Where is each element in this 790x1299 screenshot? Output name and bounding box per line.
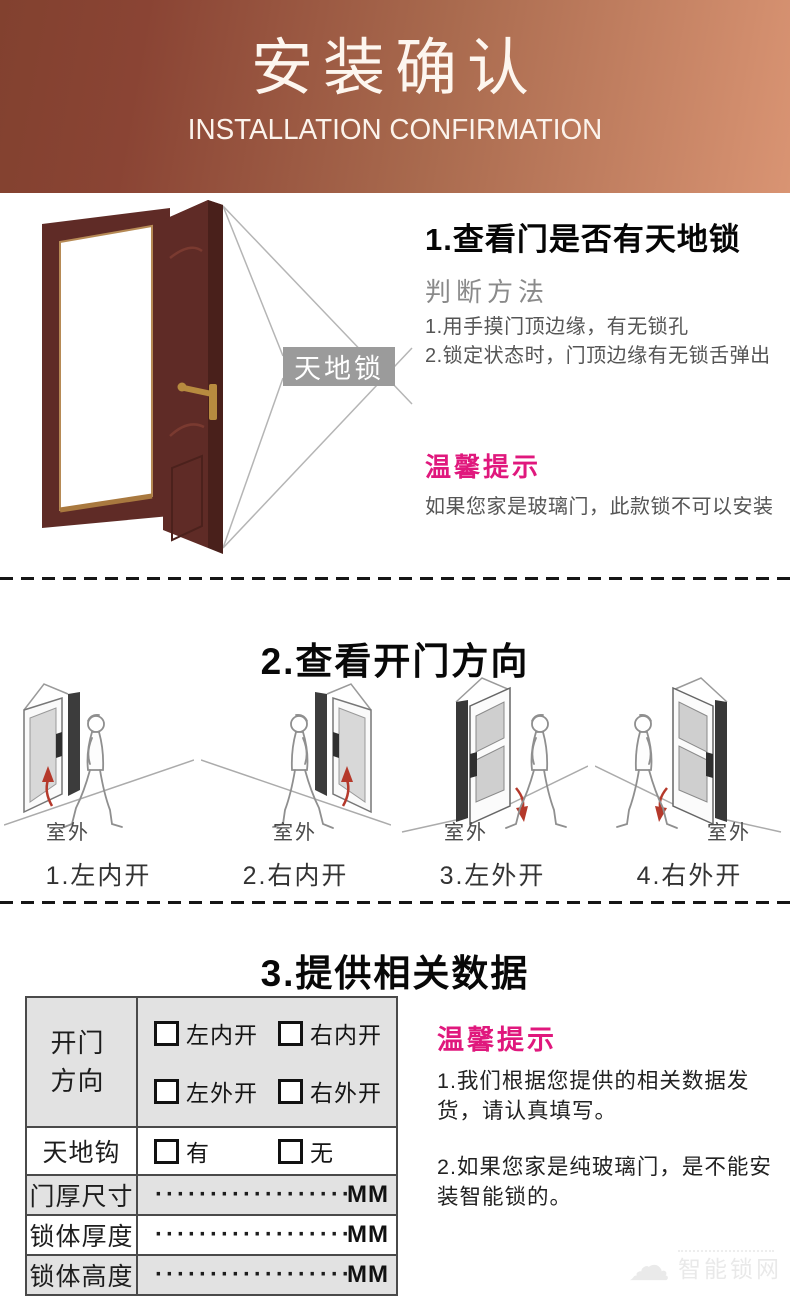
dashed-divider bbox=[0, 577, 790, 580]
checkbox-hook-yes[interactable]: 有 bbox=[154, 1134, 278, 1168]
row-label-lockbody-height: 锁体高度 bbox=[25, 1254, 138, 1296]
dotted-fill: ····················· bbox=[155, 1261, 347, 1288]
method-item: 1.用手摸门顶边缘，有无锁孔 bbox=[425, 316, 689, 338]
checkbox-label: 右内开 bbox=[310, 1022, 382, 1048]
section3-heading: 3.提供相关数据 bbox=[260, 952, 530, 994]
table-row-hook: 天地钩 有 无 bbox=[25, 1126, 398, 1176]
unit-mm: MM bbox=[347, 1221, 389, 1248]
tip-title: 温馨提示 bbox=[437, 1025, 557, 1055]
checkbox-box[interactable] bbox=[154, 1078, 179, 1104]
right-outward-door-graphic bbox=[595, 672, 785, 840]
open-door-illustration: 天地锁 bbox=[20, 196, 420, 574]
table-row-lockbody-height: 锁体高度 ····················· MM bbox=[25, 1254, 398, 1296]
method-item: 2.锁定状态时，门顶边缘有无锁舌弹出 bbox=[425, 345, 771, 367]
outdoor-label: 室外 bbox=[707, 822, 751, 844]
watermark: ☁ 智能锁网 bbox=[628, 1245, 782, 1287]
section3-tips: 温馨提示 1.我们根据您提供的相关数据发货，请认真填写。 2.如果您家是纯玻璃门… bbox=[437, 1024, 789, 1212]
section-check-lock: 1.查看门是否有天地锁 判断方法 1.用手摸门顶边缘，有无锁孔 2.锁定状态时，… bbox=[425, 220, 787, 521]
figure-right-inward: 室外 2.右内开 bbox=[197, 672, 394, 890]
dotted-fill: ····················· bbox=[155, 1181, 347, 1208]
tip-text: 如果您家是玻璃门，此款锁不可以安装 bbox=[425, 496, 774, 518]
figure-right-outward: 室外 4.右外开 bbox=[591, 672, 788, 890]
left-outward-door-graphic bbox=[398, 672, 588, 840]
unit-mm: MM bbox=[347, 1261, 389, 1288]
checkbox-left-inward[interactable]: 左内开 bbox=[154, 1016, 278, 1050]
left-inward-door-graphic bbox=[4, 672, 194, 840]
tip-item: 2.如果您家是纯玻璃门，是不能安装智能锁的。 bbox=[437, 1155, 772, 1209]
figure-caption: 2.右内开 bbox=[242, 862, 349, 890]
dashed-divider bbox=[0, 901, 790, 904]
checkbox-box[interactable] bbox=[278, 1138, 303, 1164]
checkbox-box[interactable] bbox=[278, 1020, 303, 1046]
tip-title: 温馨提示 bbox=[425, 452, 542, 482]
cloud-logo-icon: ☁ bbox=[628, 1242, 670, 1289]
door-thickness-fill-cell[interactable]: ····················· MM bbox=[136, 1174, 398, 1216]
outdoor-label: 室外 bbox=[444, 822, 488, 844]
dotted-fill: ····················· bbox=[155, 1221, 347, 1248]
figure-left-outward: 室外 3.左外开 bbox=[394, 672, 591, 890]
hook-options-cell: 有 无 bbox=[136, 1126, 398, 1176]
figure-caption: 1.左内开 bbox=[45, 862, 152, 890]
watermark-rule bbox=[678, 1250, 774, 1252]
outdoor-label: 室外 bbox=[46, 822, 90, 844]
right-inward-door-graphic bbox=[201, 672, 391, 840]
tip-item: 1.我们根据您提供的相关数据发货，请认真填写。 bbox=[437, 1069, 750, 1123]
checkbox-box[interactable] bbox=[154, 1138, 179, 1164]
page-subtitle: INSTALLATION CONFIRMATION bbox=[187, 114, 603, 146]
method-list: 1.用手摸门顶边缘，有无锁孔 2.锁定状态时，门顶边缘有无锁舌弹出 bbox=[425, 313, 787, 371]
method-title: 判断方法 bbox=[425, 277, 550, 307]
section2-heading: 2.查看开门方向 bbox=[260, 640, 530, 682]
lockbody-thickness-fill-cell[interactable]: ····················· MM bbox=[136, 1214, 398, 1256]
outdoor-label: 室外 bbox=[273, 822, 317, 844]
checkbox-label: 左内开 bbox=[186, 1022, 258, 1048]
page-title: 安装确认 bbox=[250, 34, 539, 103]
checkbox-right-outward[interactable]: 右外开 bbox=[278, 1074, 396, 1108]
checkbox-label: 右外开 bbox=[310, 1080, 382, 1106]
watermark-text: 智能锁网 bbox=[678, 1256, 782, 1282]
tiandi-lock-label: 天地锁 bbox=[283, 347, 395, 386]
checkbox-box[interactable] bbox=[278, 1078, 303, 1104]
figure-caption: 3.左外开 bbox=[439, 862, 546, 890]
figure-caption: 4.右外开 bbox=[636, 862, 743, 890]
table-row-door-thickness: 门厚尺寸 ····················· MM bbox=[25, 1174, 398, 1216]
row-label-door-thickness: 门厚尺寸 bbox=[25, 1174, 138, 1216]
table-row-lockbody-thickness: 锁体厚度 ····················· MM bbox=[25, 1214, 398, 1256]
row-label-lockbody-thickness: 锁体厚度 bbox=[25, 1214, 138, 1256]
header-banner: 安装确认 INSTALLATION CONFIRMATION bbox=[0, 0, 790, 193]
door-direction-figures: 室外 1.左内开 室外 2.右内开 室外 3.左外开 室外 4.右外开 bbox=[0, 672, 790, 890]
checkbox-box[interactable] bbox=[154, 1020, 179, 1046]
checkbox-right-inward[interactable]: 右内开 bbox=[278, 1016, 396, 1050]
checkbox-hook-no[interactable]: 无 bbox=[278, 1134, 396, 1168]
lockbody-height-fill-cell[interactable]: ····················· MM bbox=[136, 1254, 398, 1296]
unit-mm: MM bbox=[347, 1181, 389, 1208]
direction-options-cell: 左内开 右内开 左外开 右外开 bbox=[136, 996, 398, 1128]
checkbox-left-outward[interactable]: 左外开 bbox=[154, 1074, 278, 1108]
checkbox-label: 有 bbox=[186, 1140, 210, 1166]
open-door-graphic bbox=[42, 200, 413, 554]
figure-left-inward: 室外 1.左内开 bbox=[0, 672, 197, 890]
row-label-direction: 开门方向 bbox=[25, 996, 138, 1128]
data-table: 开门方向 左内开 右内开 左外开 bbox=[25, 996, 398, 1296]
checkbox-label: 无 bbox=[310, 1140, 334, 1166]
section1-heading: 1.查看门是否有天地锁 bbox=[425, 222, 741, 257]
checkbox-label: 左外开 bbox=[186, 1080, 258, 1106]
row-label-hook: 天地钩 bbox=[25, 1126, 138, 1176]
table-row-direction: 开门方向 左内开 右内开 左外开 bbox=[25, 996, 398, 1128]
